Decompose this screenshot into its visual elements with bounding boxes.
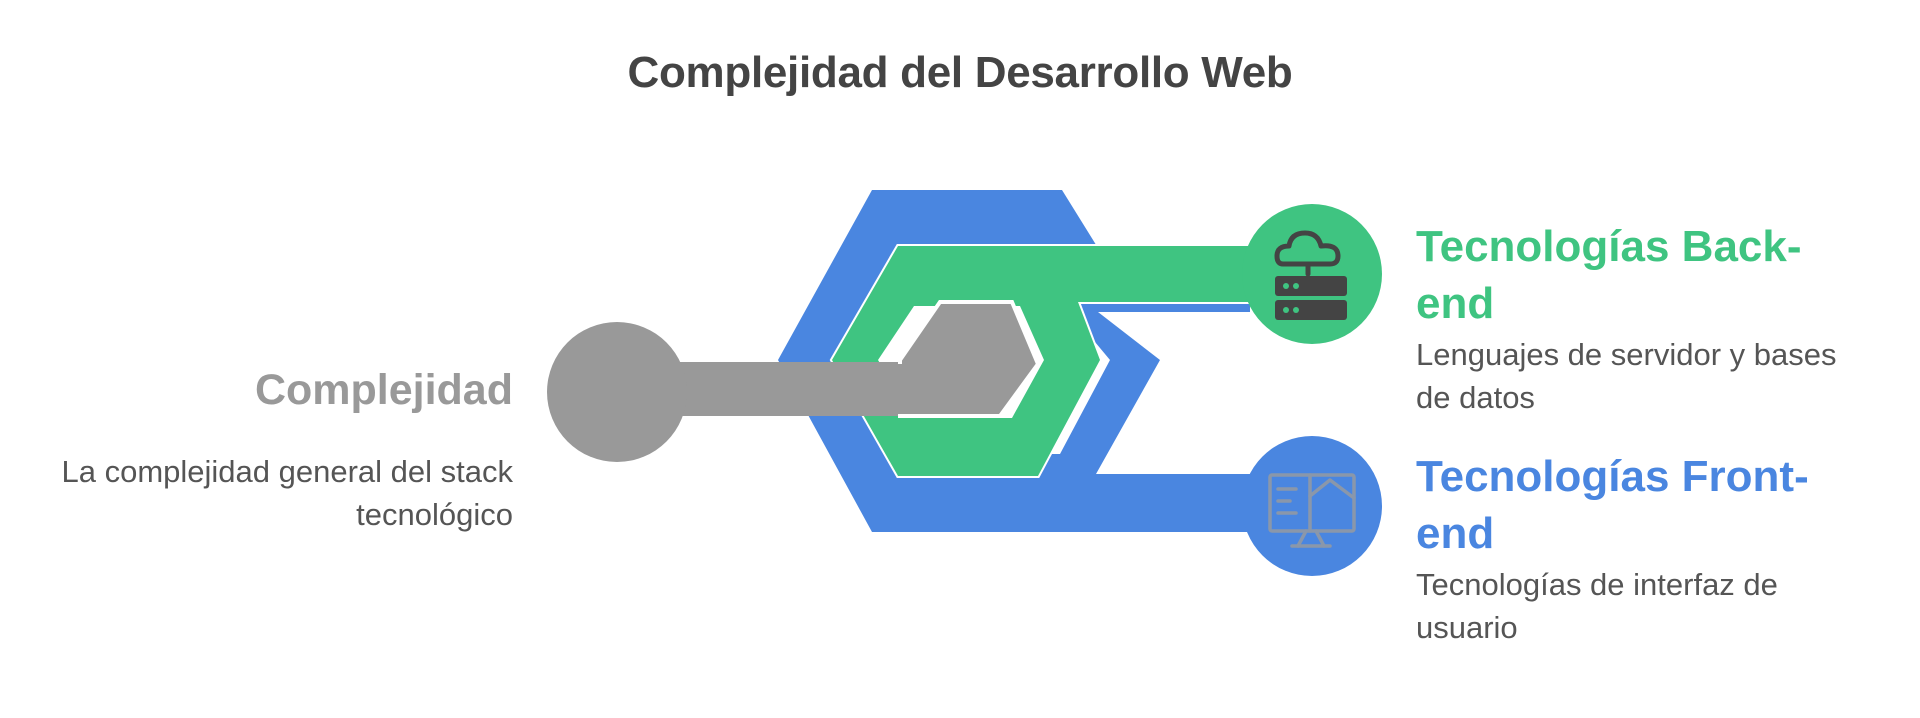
backend-label: Tecnologías Back-end — [1416, 222, 1802, 328]
backend-description: Lenguajes de servidor y bases de datos — [1416, 337, 1837, 415]
frontend-label: Tecnologías Front-end — [1416, 452, 1809, 558]
frontend-description: Tecnologías de interfaz de usuario — [1416, 567, 1778, 645]
backend-node — [1242, 204, 1382, 344]
monitor-layout-icon — [1268, 473, 1356, 548]
complexity-connector — [547, 300, 1041, 462]
server-rack-bottom — [1275, 300, 1347, 320]
complexity-circle — [547, 322, 687, 462]
complexity-description: La complejidad general del stack tecnoló… — [61, 454, 514, 532]
diagram-title: Complejidad del Desarrollo Web — [627, 48, 1293, 97]
server-rack-top — [1275, 276, 1347, 296]
cloud-server-icon — [1274, 230, 1341, 277]
frontend-node — [1242, 436, 1382, 576]
complexity-hexagon-tip — [898, 300, 1041, 418]
complexity-label: Complejidad — [254, 366, 513, 414]
